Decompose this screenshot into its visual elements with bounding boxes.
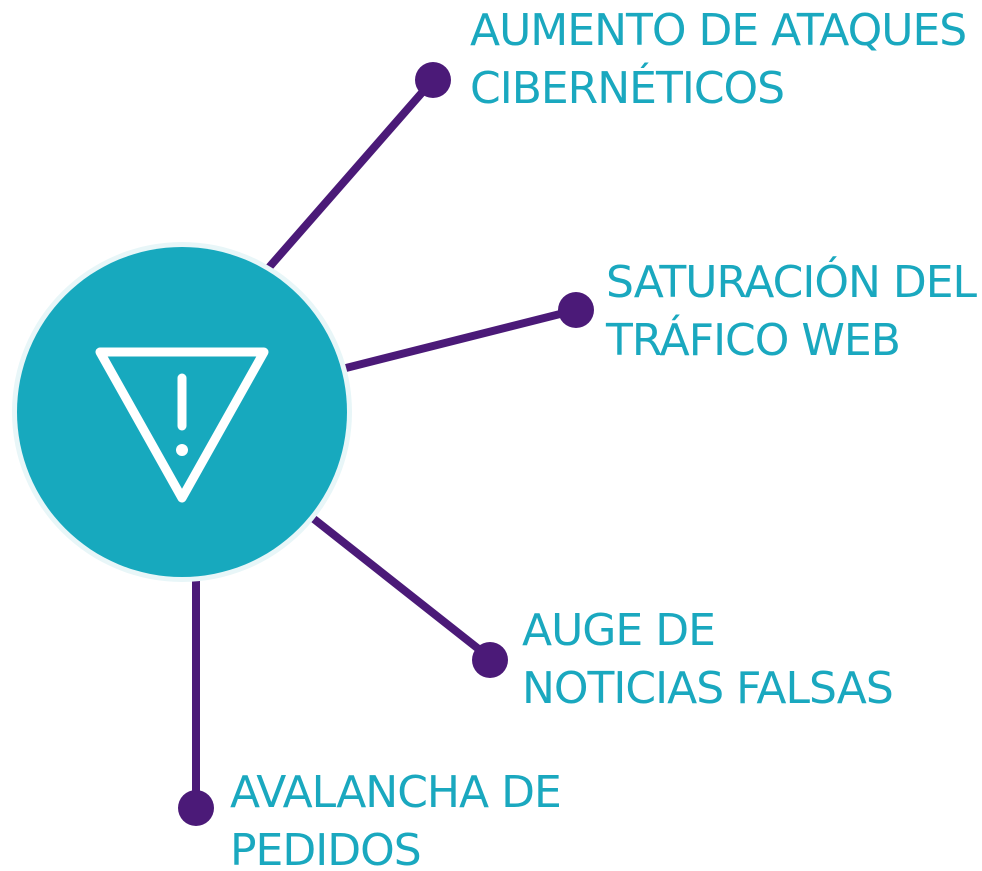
branch-dot-1 — [415, 62, 451, 98]
branch-label-1-line2: CIBERNÉTICOS — [470, 63, 785, 114]
branch-dot-2 — [558, 292, 594, 328]
branch-label-3-line1: AUGE DE — [522, 605, 716, 656]
connector-line-3 — [301, 508, 494, 662]
branch-label-2-line2: TRÁFICO WEB — [606, 315, 901, 366]
branch-label-4: AVALANCHA DE PEDIDOS — [230, 764, 562, 871]
branch-label-1-line1: AUMENTO DE ATAQUES — [470, 5, 967, 56]
branch-dot-3 — [472, 642, 508, 678]
branch-label-2: SATURACIÓN DEL TRÁFICO WEB — [606, 254, 977, 370]
branch-label-3-line2: NOTICIAS FALSAS — [522, 663, 894, 714]
branch-label-4-line1: AVALANCHA DE — [230, 767, 562, 818]
branch-label-2-line1: SATURACIÓN DEL — [606, 257, 977, 308]
warning-triangle-icon — [95, 347, 269, 503]
branch-label-1: AUMENTO DE ATAQUES CIBERNÉTICOS — [470, 2, 967, 118]
connector-line-2 — [334, 306, 580, 374]
connector-line-1 — [261, 76, 437, 276]
branch-label-4-line2: PEDIDOS — [230, 825, 422, 871]
branch-dot-4 — [178, 790, 214, 826]
branch-label-3: AUGE DE NOTICIAS FALSAS — [522, 602, 894, 718]
